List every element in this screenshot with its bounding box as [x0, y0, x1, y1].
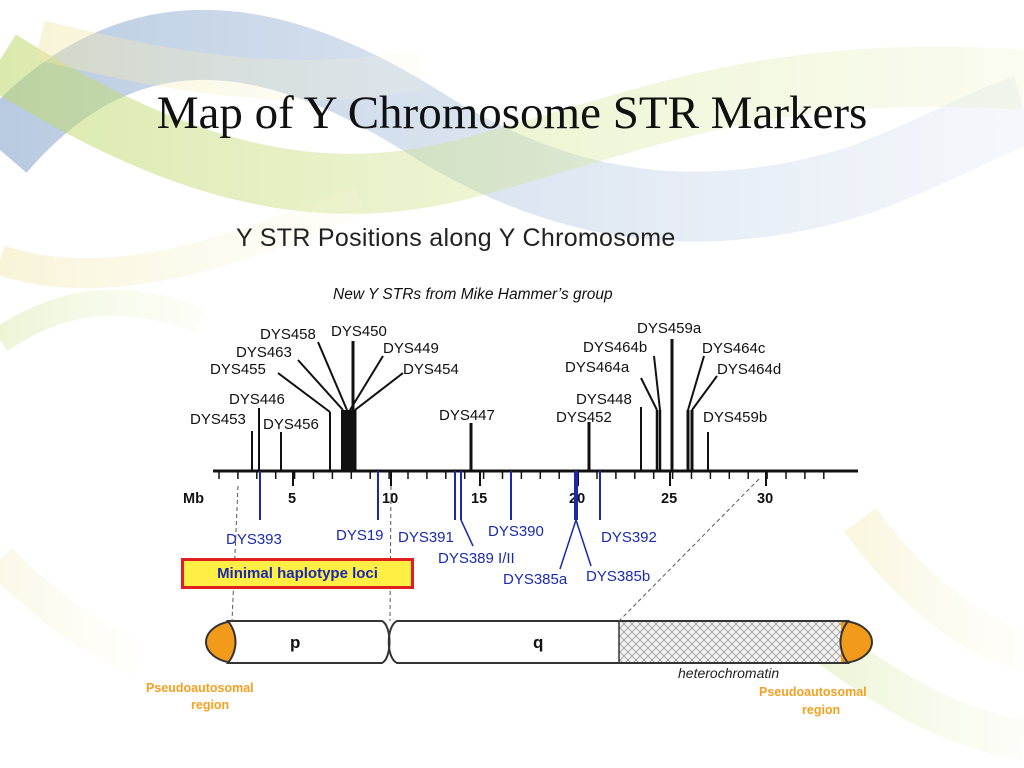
label-dys390: DYS390	[488, 523, 544, 540]
label-dys455: DYS455	[210, 361, 266, 378]
label-dys464d: DYS464d	[717, 361, 781, 378]
label-dys385b: DYS385b	[586, 568, 650, 585]
label-dys385a: DYS385a	[503, 571, 568, 588]
pseudo-left-line1: Pseudoautosomal	[146, 681, 254, 695]
marker-line-dys464c-leader	[687, 355, 705, 411]
p-arm	[225, 620, 391, 664]
label-dys393: DYS393	[226, 531, 282, 548]
marker-line-dys449-leader	[349, 355, 384, 411]
pseudoautosomal-cap-right	[839, 619, 874, 665]
marker-line-dys464b-leader	[653, 355, 661, 411]
label-dys453: DYS453	[190, 411, 246, 428]
label-dys19: DYS19	[336, 527, 384, 544]
label-dys447: DYS447	[439, 407, 495, 424]
tick-label-15: 15	[471, 491, 487, 507]
axis-unit-label: Mb	[183, 491, 204, 507]
heterochromatin-label: heterochromatin	[678, 665, 779, 681]
marker-line-dys458-leader	[317, 341, 348, 411]
projection-centromere	[389, 485, 392, 622]
marker-line-dys455-leader	[277, 372, 331, 413]
projection-left	[231, 485, 239, 622]
marker-line-dys463-leader	[297, 359, 344, 411]
label-dys464a: DYS464a	[565, 359, 630, 376]
tick-label-5: 5	[288, 491, 296, 507]
q-arm-label: q	[533, 633, 543, 652]
label-dys448: DYS448	[576, 391, 632, 408]
tick-label-30: 30	[757, 491, 773, 507]
minimal-haplotype-legend: Minimal haplotype loci	[181, 558, 414, 589]
leader-dys389	[460, 519, 474, 547]
tick-label-10: 10	[382, 491, 398, 507]
label-dys450: DYS450	[331, 323, 387, 340]
label-dys391: DYS391	[398, 529, 454, 546]
label-dys454: DYS454	[403, 361, 459, 378]
heterochromatin-region	[619, 621, 841, 663]
minor-ticks	[218, 471, 825, 479]
label-dys459b: DYS459b	[703, 409, 767, 426]
label-dys449: DYS449	[383, 340, 439, 357]
label-dys464c: DYS464c	[702, 340, 766, 357]
projection-heterochromatin	[618, 478, 760, 622]
tick-label-25: 25	[661, 491, 677, 507]
pseudo-left-line2: region	[191, 698, 229, 712]
mb-axis: Mb 5 10 15 20 25 30	[183, 469, 858, 507]
leader-dys385a	[559, 519, 577, 570]
projection-lines	[231, 478, 760, 622]
label-dys463: DYS463	[236, 344, 292, 361]
label-dys458: DYS458	[260, 326, 316, 343]
p-arm-label: p	[290, 633, 300, 652]
minimal-marker-lines	[259, 471, 601, 520]
minimal-marker-leaders	[460, 519, 592, 570]
leader-dys385b	[575, 519, 592, 567]
pseudo-right-line2: region	[802, 703, 840, 717]
pseudoautosomal-labels: Pseudoautosomal region Pseudoautosomal r…	[146, 681, 867, 717]
label-dys446: DYS446	[229, 391, 285, 408]
q-arm	[387, 620, 851, 664]
major-ticks	[292, 471, 767, 486]
pseudo-right-line1: Pseudoautosomal	[759, 685, 867, 699]
label-dys452: DYS452	[556, 409, 612, 426]
diagram-subtitle: New Y STRs from Mike Hammer’s group	[333, 286, 613, 303]
label-dys459a: DYS459a	[637, 320, 702, 337]
new-marker-lines	[251, 339, 718, 470]
pseudoautosomal-cap-left	[204, 619, 239, 665]
minimal-marker-labels: DYS393 DYS19 DYS391 DYS390 DYS389 I/II D…	[226, 523, 657, 588]
diagram-title: Y STR Positions along Y Chromosome	[236, 224, 676, 252]
label-dys456: DYS456	[263, 416, 319, 433]
new-marker-labels: DYS458 DYS450 DYS463 DYS449 DYS455 DYS45…	[190, 320, 781, 433]
marker-line-dys464a-leader	[640, 377, 658, 411]
label-dys464b: DYS464b	[583, 339, 647, 356]
marker-line-dys464d-leader	[691, 375, 718, 411]
y-chromosome: p q heterochromatin	[204, 619, 874, 681]
slide-title: Map of Y Chromosome STR Markers	[156, 87, 868, 139]
marker-line-dys454-leader	[354, 372, 404, 411]
label-dys389: DYS389 I/II	[438, 550, 515, 567]
label-dys392: DYS392	[601, 529, 657, 546]
